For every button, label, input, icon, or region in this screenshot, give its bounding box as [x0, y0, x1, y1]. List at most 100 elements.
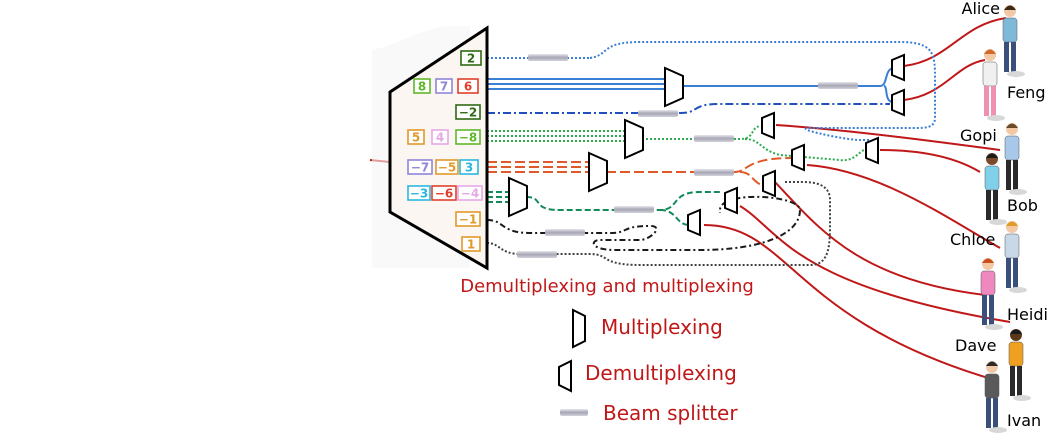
beam-splitter	[528, 54, 568, 61]
channel-box-border	[407, 159, 433, 175]
channel-box-label: 4	[436, 131, 444, 145]
user-name: Heidi	[1007, 305, 1048, 324]
channel-group-54-8	[487, 125, 866, 162]
multiplexer	[865, 136, 879, 165]
channel-box-border	[407, 129, 425, 145]
beam-splitter	[694, 135, 734, 142]
diagram-title: Demultiplexing and multiplexing	[460, 276, 754, 297]
channel-box-border	[455, 211, 481, 227]
channel-box-label: 1	[467, 238, 475, 252]
user-name: Ivan	[1007, 411, 1041, 430]
user-feng: Feng	[982, 49, 1045, 121]
user-dave: Dave	[955, 329, 1031, 401]
fiber-gopi	[775, 124, 1001, 151]
demultiplexer	[588, 151, 608, 193]
channel-box-border	[431, 185, 457, 201]
channel-box-6: 6	[457, 78, 479, 94]
channel-box-2: 2	[460, 50, 482, 66]
fiber-alice	[903, 17, 1007, 67]
legend-beam-splitter: Beam splitter	[603, 401, 738, 425]
user-name: Alice	[962, 0, 1000, 18]
channel-box-label: 3	[465, 161, 473, 175]
fiber-links	[369, 17, 1011, 381]
beam-splitter	[694, 169, 734, 176]
beam-splitter	[638, 110, 678, 117]
channel-group-3-6-4	[487, 191, 720, 226]
demultiplexer	[624, 118, 644, 160]
fiber-chloe	[806, 164, 1001, 249]
user-name: Bob	[1007, 196, 1038, 215]
legend-demultiplexing: Demultiplexing	[585, 361, 737, 385]
fiber-bob	[879, 149, 981, 173]
channel-box-−1: −1	[455, 211, 481, 227]
user-alice: Alice	[962, 0, 1025, 77]
channel-box-−5: −5	[435, 159, 459, 175]
channel-box-−2: −2	[455, 104, 481, 120]
user-name: Gopi	[960, 126, 997, 145]
channel-box-7: 7	[435, 78, 453, 94]
channel-box-−3: −3	[407, 185, 431, 201]
person-icon	[1008, 329, 1031, 401]
channel-box-label: 6	[464, 80, 472, 94]
fiber-feng	[903, 59, 986, 101]
channel-box-label: −5	[438, 161, 456, 175]
multiplexer	[761, 111, 775, 140]
fiber-dave	[739, 205, 1011, 323]
beam-splitter-legend-icon	[560, 409, 588, 416]
channel-box-8: 8	[413, 78, 431, 94]
person-icon	[982, 49, 1005, 121]
demultiplexer	[508, 176, 528, 218]
person-icon	[984, 361, 1007, 433]
user-gopi: Gopi	[960, 123, 1027, 195]
channel-box-label: −8	[459, 131, 477, 145]
multiplexer	[791, 143, 805, 172]
mux-demux-elements	[508, 53, 905, 237]
channel-box-−4: −4	[457, 185, 483, 201]
person-icon	[1004, 221, 1027, 293]
channel-box-3: 3	[459, 159, 479, 175]
user-ivan: Ivan	[984, 361, 1041, 433]
channel-box-1: 1	[461, 236, 481, 252]
channel-box-border	[455, 129, 481, 145]
channel-group-7-53	[487, 157, 793, 186]
channel-box-label: −3	[410, 187, 428, 201]
beam-splitters	[517, 54, 858, 258]
demultiplexer	[664, 66, 684, 108]
user-name: Feng	[1007, 83, 1045, 102]
person-icon	[980, 258, 1003, 330]
beam-splitter	[517, 251, 557, 258]
channel-box-border	[435, 159, 459, 175]
multiplexer	[724, 186, 738, 215]
legend-multiplexing: Multiplexing	[601, 315, 723, 339]
channel-2	[487, 41, 936, 141]
beam-splitter	[545, 229, 585, 236]
fiber-ivan	[703, 224, 996, 381]
channel-box-border	[435, 78, 453, 94]
multiplexer	[891, 88, 905, 117]
channel-box-label: −6	[435, 187, 453, 201]
channel-box-5: 5	[407, 129, 425, 145]
channel-box-−8: −8	[455, 129, 481, 145]
channel-box-label: 5	[412, 131, 420, 145]
fiber-heidi	[774, 181, 986, 296]
user-name: Chloe	[950, 230, 995, 249]
channel-box-label: 7	[440, 80, 448, 94]
channel-minus-1	[486, 195, 802, 251]
channel-box-border	[457, 185, 483, 201]
multiplexer	[891, 53, 905, 82]
fiber-channels	[486, 41, 936, 266]
channel-box-border	[407, 185, 431, 201]
user-name: Dave	[955, 336, 996, 355]
channel-box-4: 4	[431, 129, 449, 145]
channel-box-label: −7	[411, 161, 429, 175]
beam-splitter	[818, 82, 858, 89]
legend: Multiplexing Demultiplexing Beam splitte…	[558, 308, 738, 425]
channel-box-label: −4	[461, 187, 479, 201]
channel-box-−7: −7	[407, 159, 433, 175]
demultiplexing-legend-icon	[558, 359, 572, 393]
channel-box-−6: −6	[431, 185, 457, 201]
